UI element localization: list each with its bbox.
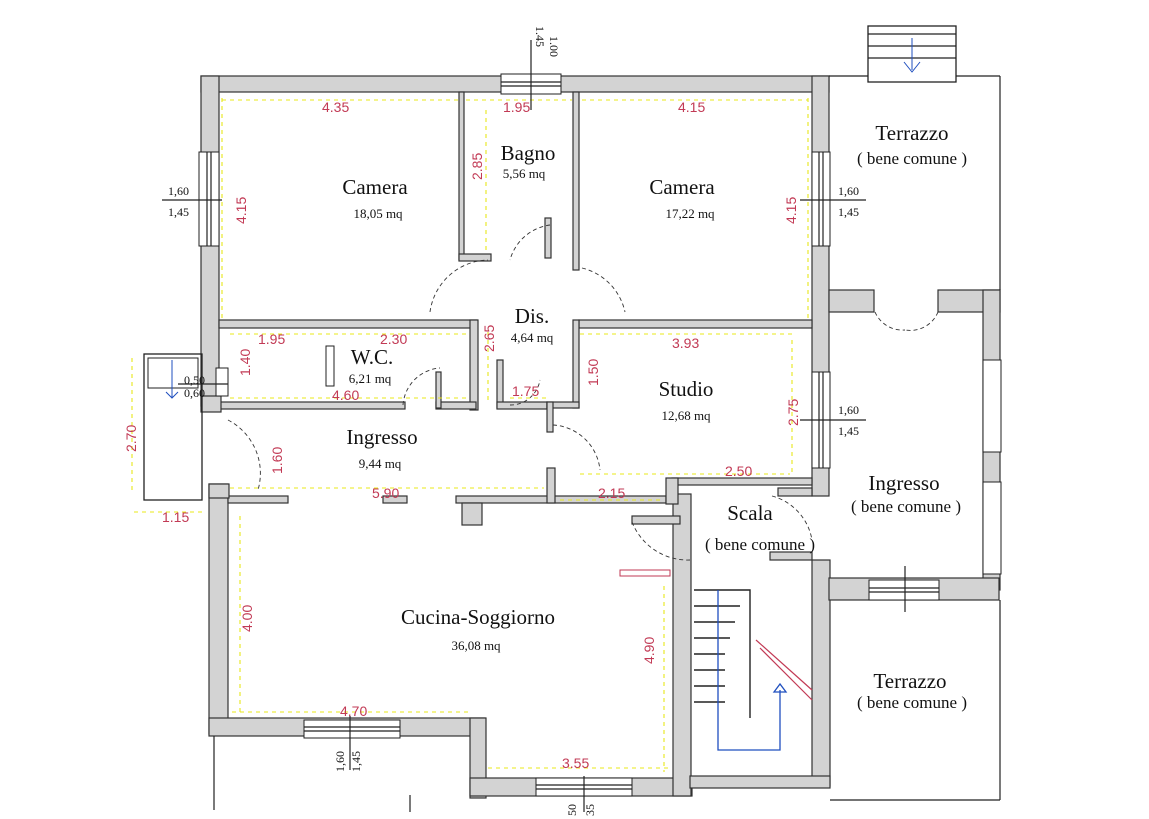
dim-balcony-height: 2.70	[123, 425, 139, 452]
dim-bagno-height: 2.85	[469, 153, 485, 180]
dim-wc-width-a: 1.95	[258, 331, 285, 347]
dim-camera2-width: 4.15	[678, 99, 705, 115]
room-name-terrazzo-bottom: Terrazzo	[873, 669, 946, 693]
win-cucina-a: 1,60	[333, 751, 347, 772]
room-note-terrazzo-bottom: ( bene comune )	[857, 693, 967, 712]
room-name-terrazzo-top: Terrazzo	[875, 121, 948, 145]
win-studio-a: 1,60	[838, 403, 859, 417]
win-right-camera-b: 1,45	[838, 205, 859, 219]
room-name-bagno: Bagno	[501, 141, 556, 165]
room-note-terrazzo-top: ( bene comune )	[857, 149, 967, 168]
dimension-lines	[131, 98, 809, 772]
dim-studio-width: 3.93	[672, 335, 699, 351]
win-wc-b: 0,60	[184, 386, 205, 400]
room-area-camera-2: 17,22 mq	[665, 206, 715, 221]
window-markers	[162, 40, 906, 812]
dim-cucina-height-right: 4.90	[641, 637, 657, 664]
win-studio-b: 1,45	[838, 424, 859, 438]
win-left-camera-a: 1,60	[168, 184, 189, 198]
dim-dis-width: 1.75	[512, 383, 539, 399]
room-area-bagno: 5,56 mq	[503, 166, 546, 181]
room-name-dis: Dis.	[515, 304, 549, 328]
win-top-b: 1.45	[533, 26, 547, 47]
room-area-ingresso: 9,44 mq	[359, 456, 402, 471]
win-right-camera-a: 1,60	[838, 184, 859, 198]
dim-bagno-width: 1.95	[503, 99, 530, 115]
room-name-cucina: Cucina-Soggiorno	[401, 605, 555, 629]
dim-cucina-bottom: 3.55	[562, 755, 589, 771]
room-name-camera-2: Camera	[649, 175, 715, 199]
room-name-ingresso: Ingresso	[346, 425, 417, 449]
dim-ingresso-height: 1.60	[269, 447, 285, 474]
win-bottom-b: 35	[583, 804, 597, 816]
room-area-studio: 12,68 mq	[661, 408, 711, 423]
dim-wc-height: 1.40	[237, 349, 253, 376]
dim-ingresso-width: 5.90	[372, 485, 399, 501]
room-name-studio: Studio	[659, 377, 714, 401]
terrace-top-stairs	[829, 25, 1001, 290]
dim-camera2-height: 4.15	[783, 197, 799, 224]
room-area-camera-1: 18,05 mq	[353, 206, 403, 221]
dim-camera1-width: 4.35	[322, 99, 349, 115]
room-name-scala: Scala	[727, 501, 773, 525]
dim-camera1-height: 4.15	[233, 197, 249, 224]
dim-wc-bottom: 4.60	[332, 387, 359, 403]
room-note-scala: ( bene comune )	[705, 535, 815, 554]
windows	[198, 73, 1002, 797]
dim-dis-height: 2.65	[481, 325, 497, 352]
outer-walls	[200, 75, 1001, 799]
dim-ingresso-width-b: 2.15	[598, 485, 625, 501]
balcony-left	[143, 353, 203, 501]
outer-lines	[213, 600, 1001, 812]
interior-walls	[200, 91, 813, 561]
stair	[619, 569, 813, 751]
room-area-dis: 4,64 mq	[511, 330, 554, 345]
room-area-wc: 6,21 mq	[349, 371, 392, 386]
dim-studio-height: 2.75	[785, 399, 801, 426]
win-wc-a: 0,50	[184, 373, 205, 387]
win-cucina-b: 1,45	[349, 751, 363, 772]
dim-wc-width-b: 2.30	[380, 331, 407, 347]
room-note-ingresso-comune: ( bene comune )	[851, 497, 961, 516]
dim-studio-bottom: 2.50	[725, 463, 752, 479]
dim-cucina-width: 4.70	[340, 703, 367, 719]
win-bottom-a: 50	[565, 804, 579, 816]
dim-dis-side: 1.50	[585, 359, 601, 386]
room-name-ingresso-comune: Ingresso	[868, 471, 939, 495]
dim-cucina-height-left: 4.00	[239, 605, 255, 632]
room-name-wc: W.C.	[351, 345, 393, 369]
win-left-camera-b: 1,45	[168, 205, 189, 219]
win-top-a: 1.00	[547, 36, 561, 57]
room-area-cucina: 36,08 mq	[451, 638, 501, 653]
dim-balcony-width: 1.15	[162, 509, 189, 525]
room-name-camera-1: Camera	[342, 175, 408, 199]
